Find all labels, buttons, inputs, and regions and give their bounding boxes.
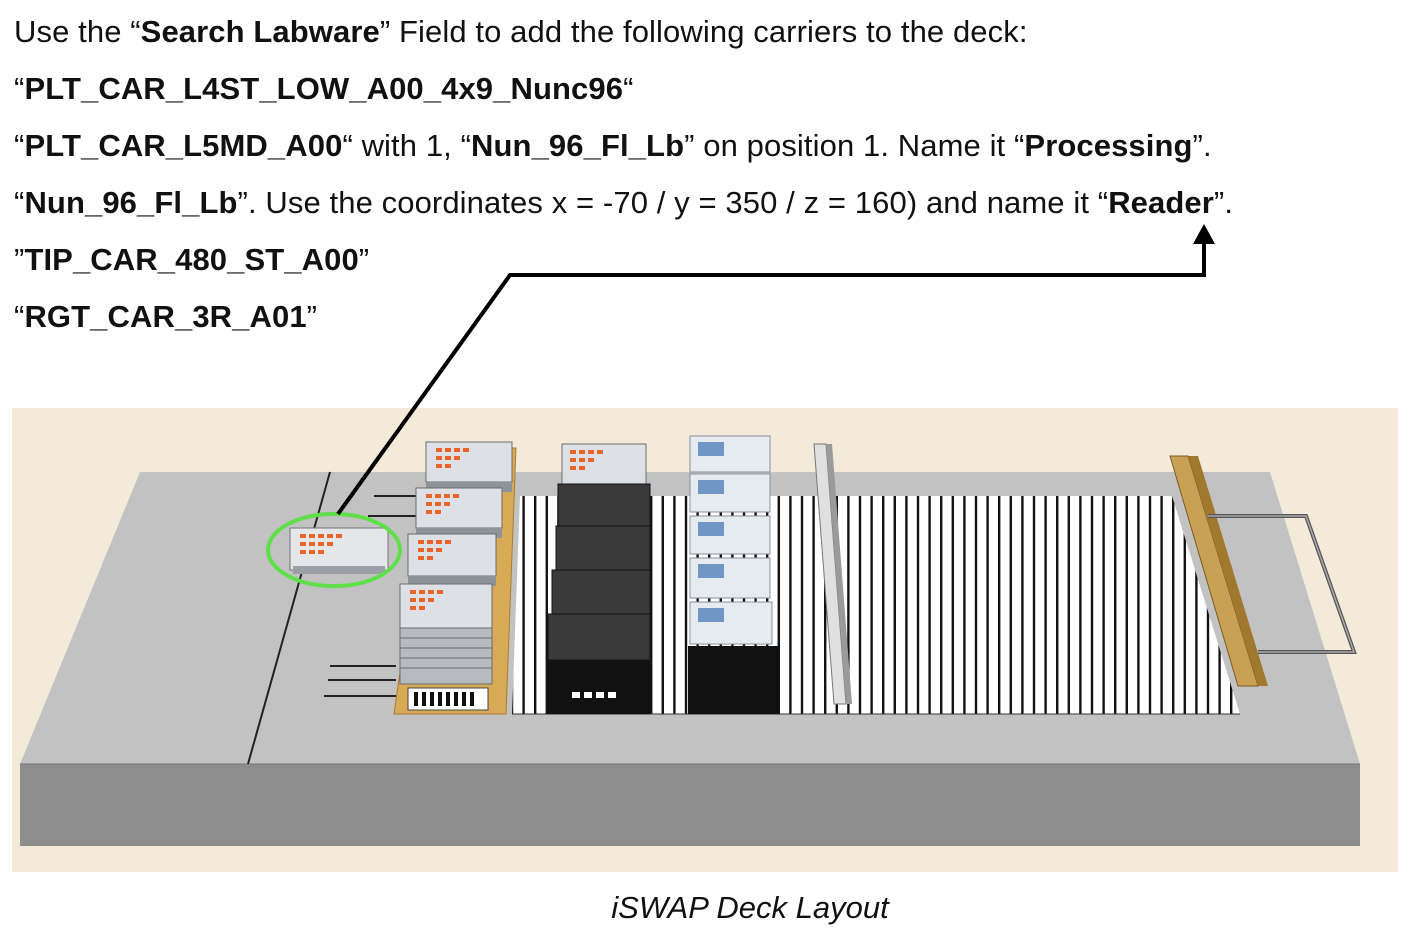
labware-name: Nun_96_Fl_Lb [24, 185, 238, 220]
deck-layout-figure [12, 408, 1398, 872]
search-labware-label: Search Labware [140, 14, 380, 49]
instruction-line-2: “PLT_CAR_L4ST_LOW_A00_4x9_Nunc96“ [14, 69, 634, 109]
text: “ with 1, “ [342, 128, 472, 163]
figure-caption: iSWAP Deck Layout [611, 890, 889, 925]
reader-highlight-circle [266, 512, 402, 588]
text: “ [14, 128, 25, 163]
instruction-line-4: “Nun_96_Fl_Lb”. Use the coordinates x = … [14, 183, 1233, 223]
pointer-arrow-head [1193, 224, 1215, 244]
tip-carrier [688, 435, 780, 714]
instruction-line-3: “PLT_CAR_L5MD_A00“ with 1, “Nun_96_Fl_Lb… [14, 126, 1212, 166]
instruction-line-5: ”TIP_CAR_480_ST_A00” [14, 240, 369, 280]
carrier-name: TIP_CAR_480_ST_A00 [24, 242, 359, 277]
text: Use the “ [14, 14, 141, 49]
text: ” on position 1. Name it “ [684, 128, 1025, 163]
text: “ [14, 185, 25, 220]
processing-name: Processing [1024, 128, 1193, 163]
text: ” [14, 242, 25, 277]
text: ”. [1213, 185, 1234, 220]
text: “ [14, 299, 25, 334]
text: ” [358, 242, 370, 277]
carrier-name: RGT_CAR_3R_A01 [24, 299, 307, 334]
carrier-name: PLT_CAR_L4ST_LOW_A00_4x9_Nunc96 [24, 71, 624, 106]
carrier-name: PLT_CAR_L5MD_A00 [24, 128, 343, 163]
instruction-line-1: Use the “Search Labware” Field to add th… [14, 12, 1028, 52]
text: “ [623, 71, 634, 106]
instruction-line-6: “RGT_CAR_3R_A01” [14, 297, 317, 337]
deck-front [20, 764, 1360, 846]
text: ”. Use the coordinates x = -70 / y = 350… [237, 185, 1109, 220]
reader-name: Reader [1108, 185, 1214, 220]
text: ” [306, 299, 318, 334]
text: ”. [1192, 128, 1212, 163]
labware-name: Nun_96_Fl_Lb [471, 128, 685, 163]
processing-carrier [546, 443, 651, 714]
text: ” Field to add the following carriers to… [379, 14, 1028, 49]
text: “ [14, 71, 25, 106]
reader-plate [289, 527, 389, 574]
